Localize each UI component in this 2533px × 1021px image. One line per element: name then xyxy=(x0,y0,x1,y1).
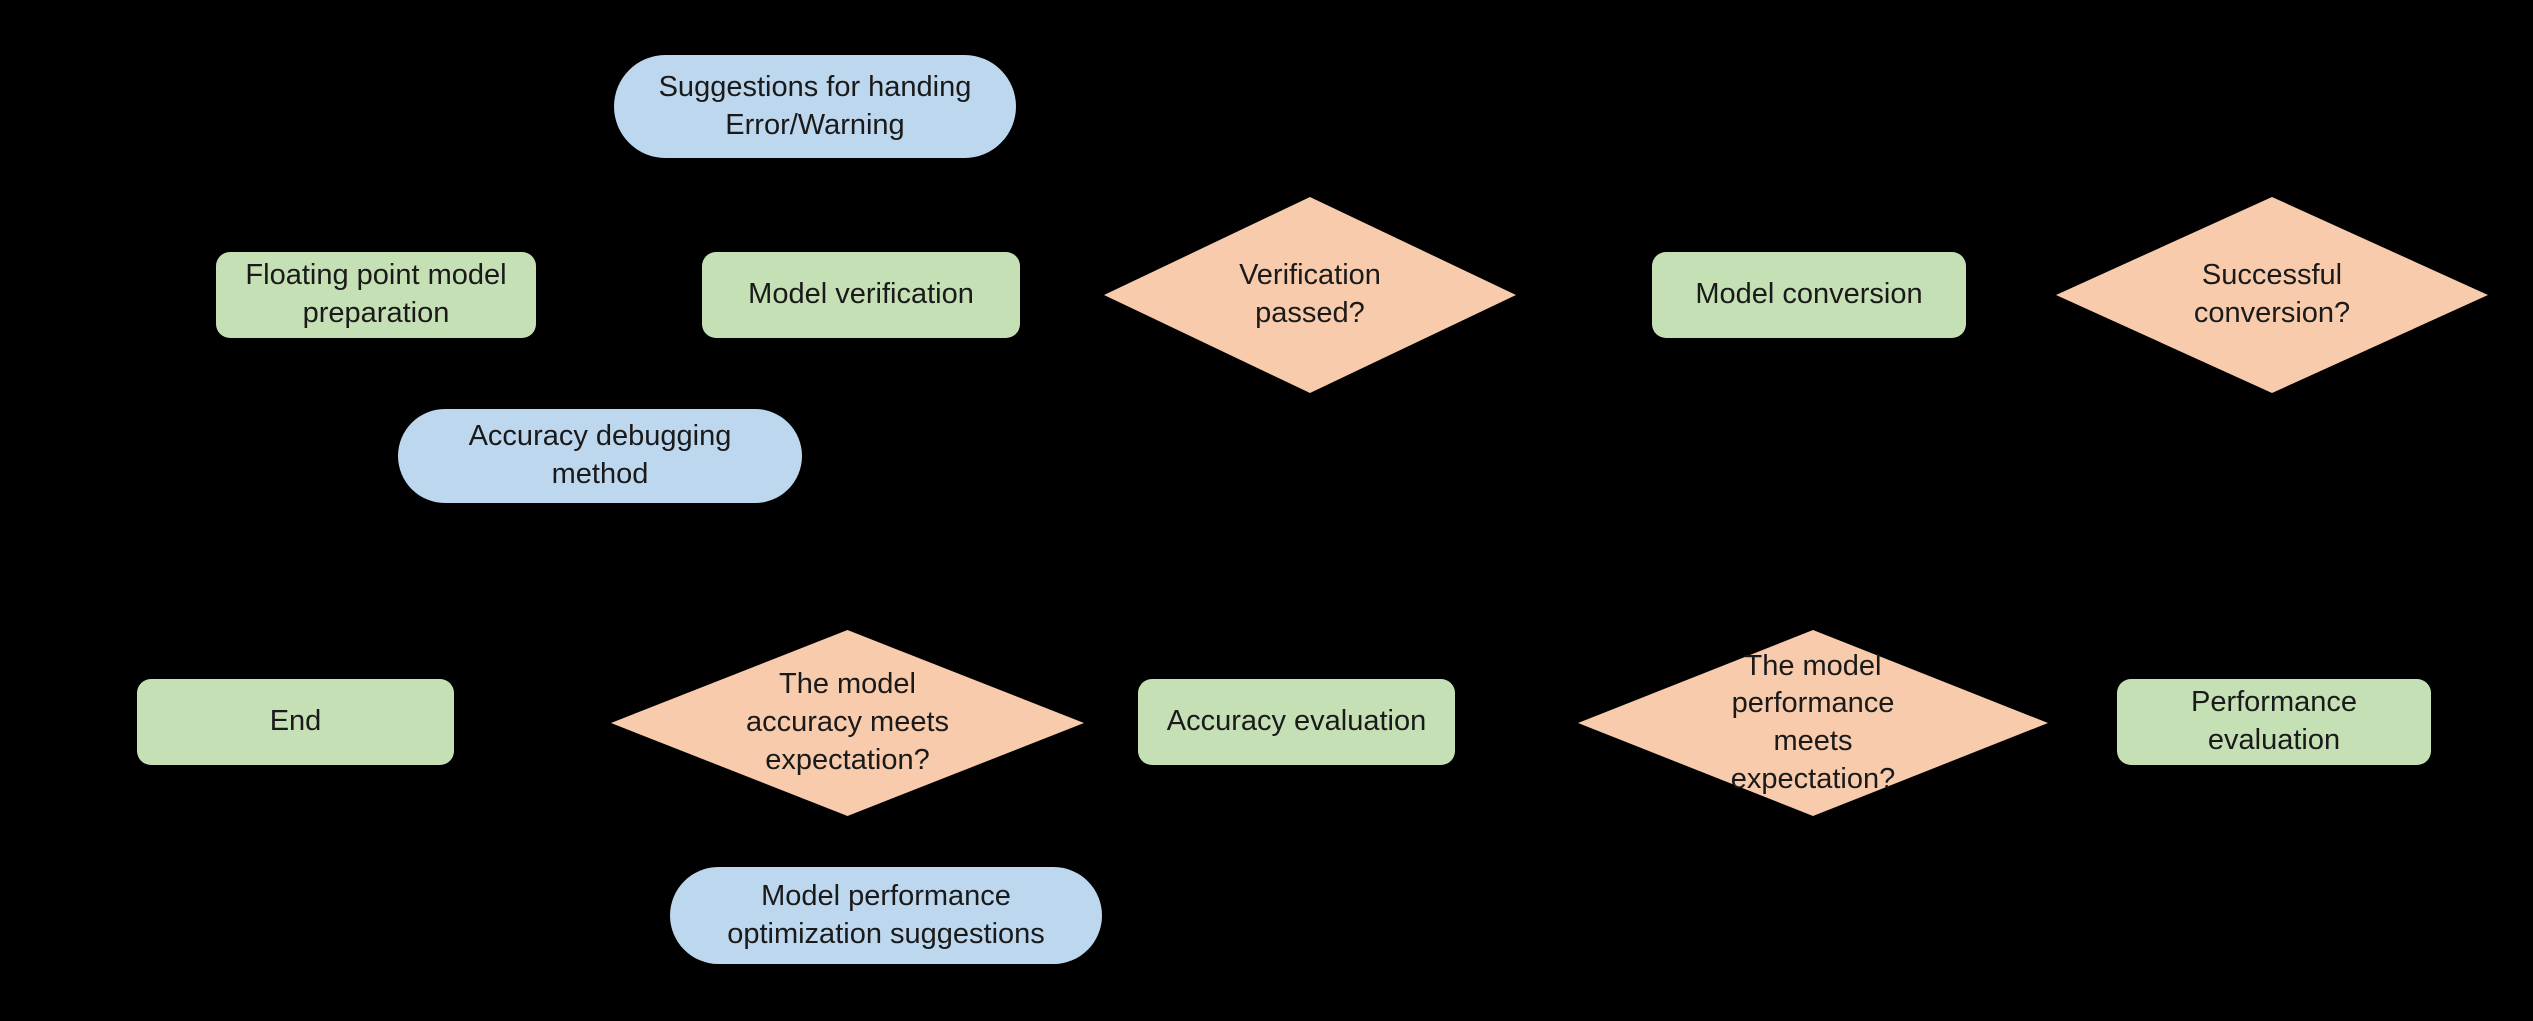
node-label: Accuracy evaluation xyxy=(1166,705,1427,738)
node-label: Verification passed? xyxy=(1239,259,1381,329)
node-label: The model accuracy meets expectation? xyxy=(745,668,950,776)
node-label: Performance evaluation xyxy=(2190,686,2357,756)
node-end[interactable]: End xyxy=(137,679,454,765)
node-model-performance-optimization-suggestions[interactable]: Model performance optimization suggestio… xyxy=(670,867,1102,964)
node-performance-evaluation[interactable]: Performance evaluation xyxy=(2117,679,2431,765)
node-model-verification[interactable]: Model verification xyxy=(702,252,1020,338)
node-suggestions-error-warning[interactable]: Suggestions for handing Error/Warning xyxy=(614,55,1016,158)
node-successful-conversion[interactable]: Successful conversion? xyxy=(2056,197,2488,393)
node-label: Successful conversion? xyxy=(2193,259,2351,329)
node-label: Model conversion xyxy=(1695,278,1923,311)
node-label: End xyxy=(269,705,322,738)
node-model-performance-meets-expectation[interactable]: The model performance meets expectation? xyxy=(1578,630,2048,816)
node-label: Accuracy debugging method xyxy=(468,420,732,490)
node-accuracy-debugging-method[interactable]: Accuracy debugging method xyxy=(398,409,802,503)
node-model-conversion[interactable]: Model conversion xyxy=(1652,252,1966,338)
node-label: The model performance meets expectation? xyxy=(1730,649,1896,795)
node-label: Floating point model preparation xyxy=(245,259,507,329)
node-label: Model verification xyxy=(748,278,974,311)
node-floating-point-model-preparation[interactable]: Floating point model preparation xyxy=(216,252,536,338)
node-verification-passed[interactable]: Verification passed? xyxy=(1104,197,1516,393)
node-label: Suggestions for handing Error/Warning xyxy=(658,70,972,141)
node-label: Model performance optimization suggestio… xyxy=(727,879,1045,950)
node-accuracy-evaluation[interactable]: Accuracy evaluation xyxy=(1138,679,1455,765)
node-model-accuracy-meets-expectation[interactable]: The model accuracy meets expectation? xyxy=(611,630,1084,816)
